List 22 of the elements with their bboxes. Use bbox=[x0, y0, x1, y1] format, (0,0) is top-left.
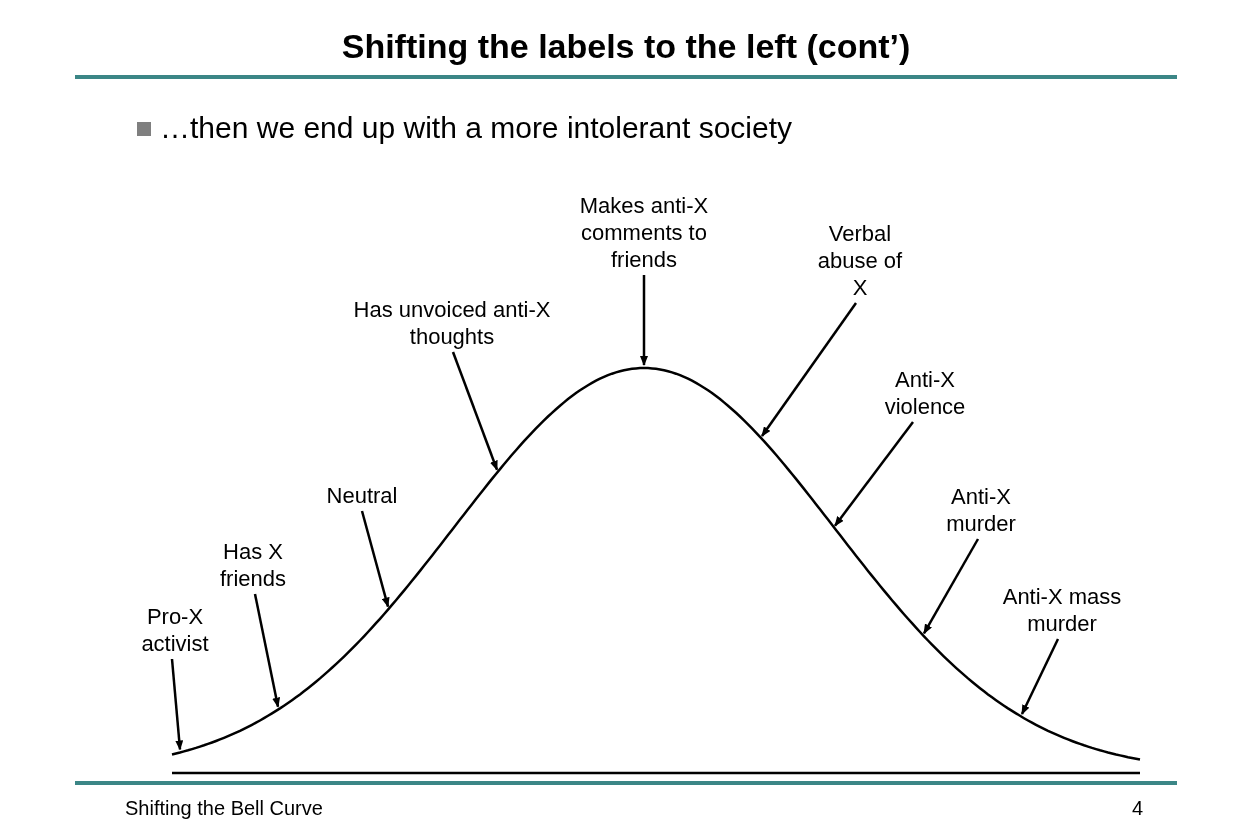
leader-line bbox=[760, 302, 858, 437]
curve-label: Has X friends bbox=[203, 538, 303, 592]
curve-label: Makes anti-X comments to friends bbox=[564, 192, 724, 273]
slide-title: Shifting the labels to the left (cont’) bbox=[340, 26, 912, 66]
curve-label: Verbal abuse of X bbox=[815, 220, 905, 301]
leader-line bbox=[253, 593, 281, 708]
footer-text: Shifting the Bell Curve bbox=[125, 796, 323, 820]
leader-line bbox=[170, 658, 184, 751]
leader-line bbox=[1020, 638, 1060, 715]
curve-label: Anti-X murder bbox=[926, 483, 1036, 537]
leader-line bbox=[640, 275, 648, 366]
curve-label: Anti-X violence bbox=[865, 366, 985, 420]
leader-line bbox=[451, 351, 499, 471]
curve-label: Has unvoiced anti-X thoughts bbox=[352, 296, 552, 350]
leader-line bbox=[922, 538, 980, 635]
curve-label: Pro-X activist bbox=[125, 603, 225, 657]
leader-line bbox=[360, 510, 390, 608]
curve-label: Neutral bbox=[302, 482, 422, 509]
bullet-text: …then we end up with a more intolerant society bbox=[160, 110, 792, 146]
curve-label: Anti-X mass murder bbox=[977, 583, 1147, 637]
leader-line bbox=[834, 421, 914, 527]
page-number: 4 bbox=[1132, 796, 1144, 820]
